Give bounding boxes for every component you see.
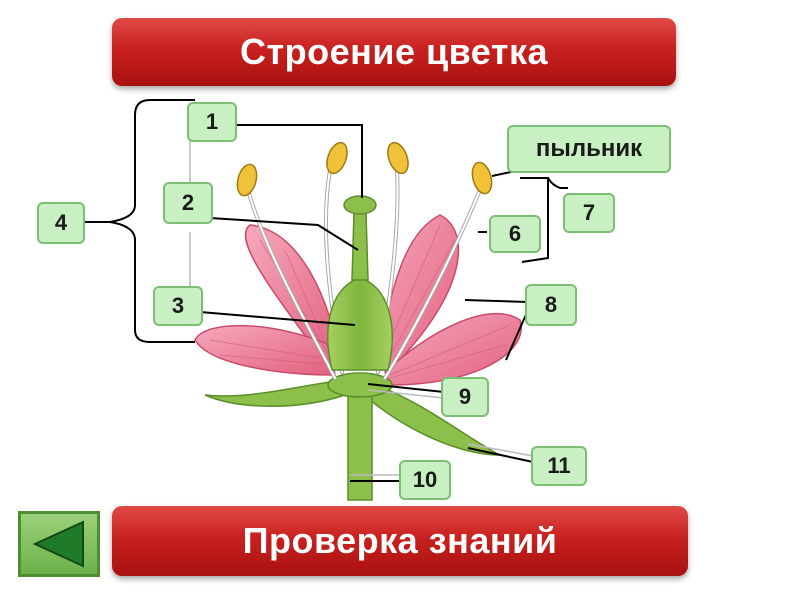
label-9: 9 — [441, 377, 489, 417]
label-11: 11 — [531, 446, 587, 486]
anther-4 — [469, 160, 495, 196]
label-3: 3 — [153, 286, 203, 326]
label-10: 10 — [399, 460, 451, 500]
leader-8a — [465, 300, 528, 302]
label-6: 6 — [489, 215, 541, 253]
label-2: 2 — [163, 182, 213, 224]
label-anther: пыльник — [507, 125, 671, 173]
back-button[interactable] — [18, 511, 100, 577]
anther-1 — [234, 162, 260, 198]
label-4: 4 — [37, 202, 85, 244]
stigma — [344, 196, 376, 214]
title-banner: Строение цветка — [112, 18, 676, 86]
label-7: 7 — [563, 193, 615, 233]
label-1: 1 — [187, 102, 237, 142]
label-8: 8 — [525, 284, 577, 326]
triangle-left-icon — [35, 522, 83, 566]
knowledge-check-button[interactable]: Проверка знаний — [112, 506, 688, 576]
anther-3 — [384, 140, 412, 176]
anther-2 — [323, 140, 351, 176]
sepal-left — [205, 380, 345, 406]
stem — [348, 395, 372, 500]
style — [352, 212, 368, 280]
